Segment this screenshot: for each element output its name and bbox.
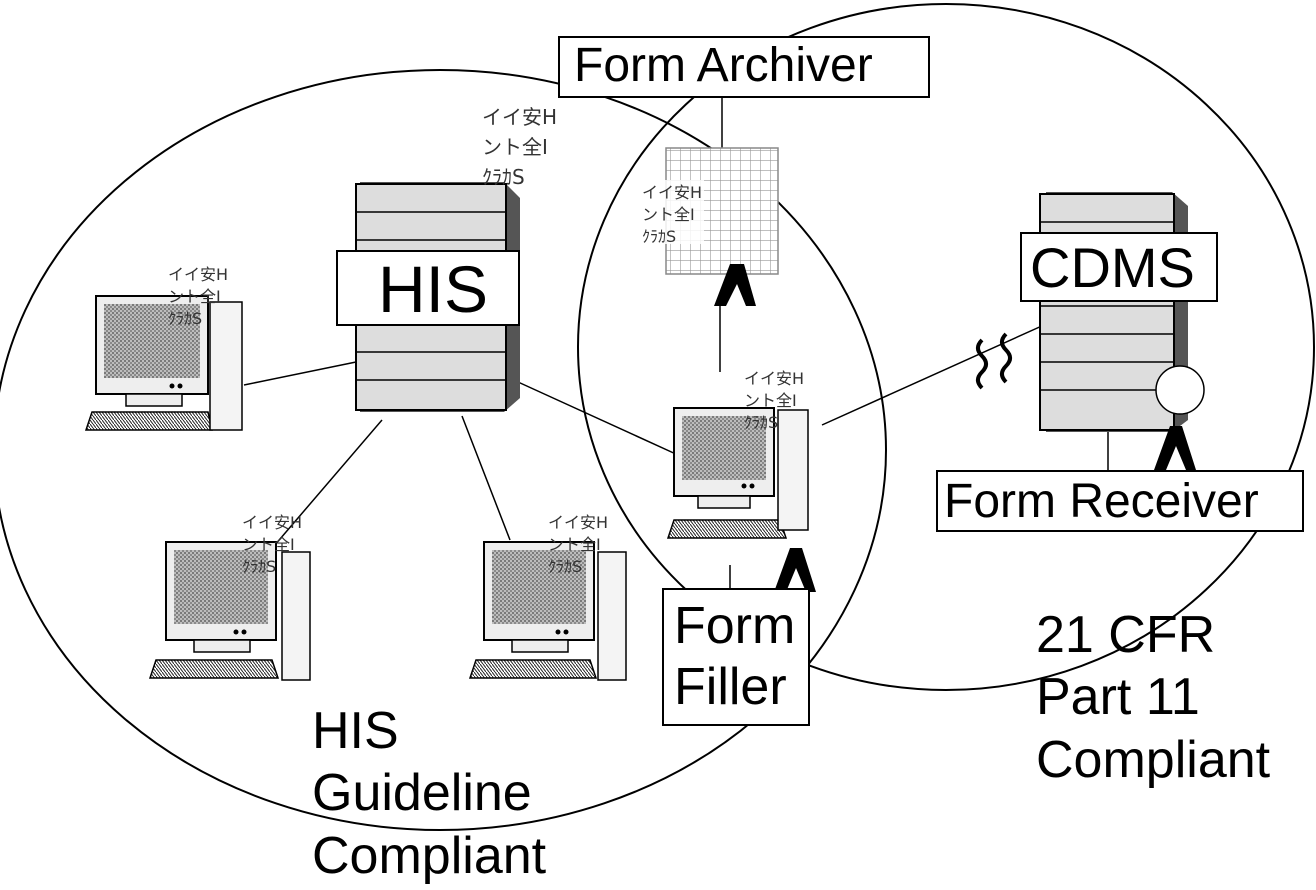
his-guideline-caption: HIS Guideline Compliant [312,700,546,887]
cfr-line3: Compliant [1036,730,1271,789]
doc-glyph-his: イイ安H ント全I ｸﾗｶS [482,105,557,189]
network-break-icon [976,332,1012,390]
doc-line3: ｸﾗｶS [168,309,202,328]
doc-line1: イイ安H [168,265,228,284]
doc-glyph-left: イイ安H ント全I ｸﾗｶS [168,265,228,328]
his-label: HIS [336,250,520,326]
workstation-bottom-middle-icon [468,541,627,681]
cdms-label: CDMS [1020,232,1218,302]
doc-line3: ｸﾗｶS [482,165,525,189]
form-archiver-label: Form Archiver [558,36,930,98]
doc-line1: イイ安H [744,369,804,388]
form-filler-label: Form Filler [662,588,810,726]
connector-lines [243,98,1109,590]
doc-line1: イイ安H [548,513,608,532]
doc-line2: ント全I [642,205,695,224]
form-receiver-label: Form Receiver [936,470,1304,532]
document-glyphs: イイ安H ント全I ｸﾗｶS イイ安H ント全I ｸﾗｶS イイ安H ント全I ｸﾗｶS イ… [168,105,804,576]
workstation-form-filler-icon [666,407,809,539]
his-guideline-line3: Compliant [312,826,547,885]
doc-line2: ント全I [548,535,601,554]
doc-line2: ント全I [242,535,295,554]
doc-glyph-bottom-left: イイ安H ント全I ｸﾗｶS [242,513,302,576]
doc-line3: ｸﾗｶS [548,557,582,576]
doc-line2: ント全I [168,287,221,306]
cfr-line2: Part 11 [1036,668,1200,727]
cdms-server-icon [1039,192,1205,432]
doc-line1: イイ安H [482,105,557,129]
doc-line3: ｸﾗｶS [642,227,676,246]
doc-line2: ント全I [482,135,548,159]
archived-form-icon [640,147,779,275]
doc-line2: ント全I [744,391,797,410]
his-guideline-line2: Guideline [312,764,532,823]
doc-glyph-filler: イイ安H ント全I ｸﾗｶS [744,369,804,432]
form-filler-line1: Form [674,597,796,655]
doc-glyph-archive: イイ安H ント全I ｸﾗｶS [642,183,702,246]
cfr-part11-caption: 21 CFR Part 11 Compliant [1036,604,1270,791]
workstation-bottom-left-icon [148,541,311,681]
his-guideline-region [0,69,887,831]
doc-line3: ｸﾗｶS [744,413,778,432]
workstation-left-icon [84,295,243,431]
doc-glyph-bottom-middle: イイ安H ント全I ｸﾗｶS [548,513,608,576]
doc-line3: ｸﾗｶS [242,557,276,576]
his-guideline-line1: HIS [312,702,399,760]
cfr-line1: 21 CFR [1036,606,1216,664]
doc-line1: イイ安H [242,513,302,532]
signature-ribbon-icons [714,264,1196,592]
cfr-part11-region [577,3,1315,691]
doc-line1: イイ安H [642,183,702,202]
form-filler-line2: Filler [674,658,787,717]
